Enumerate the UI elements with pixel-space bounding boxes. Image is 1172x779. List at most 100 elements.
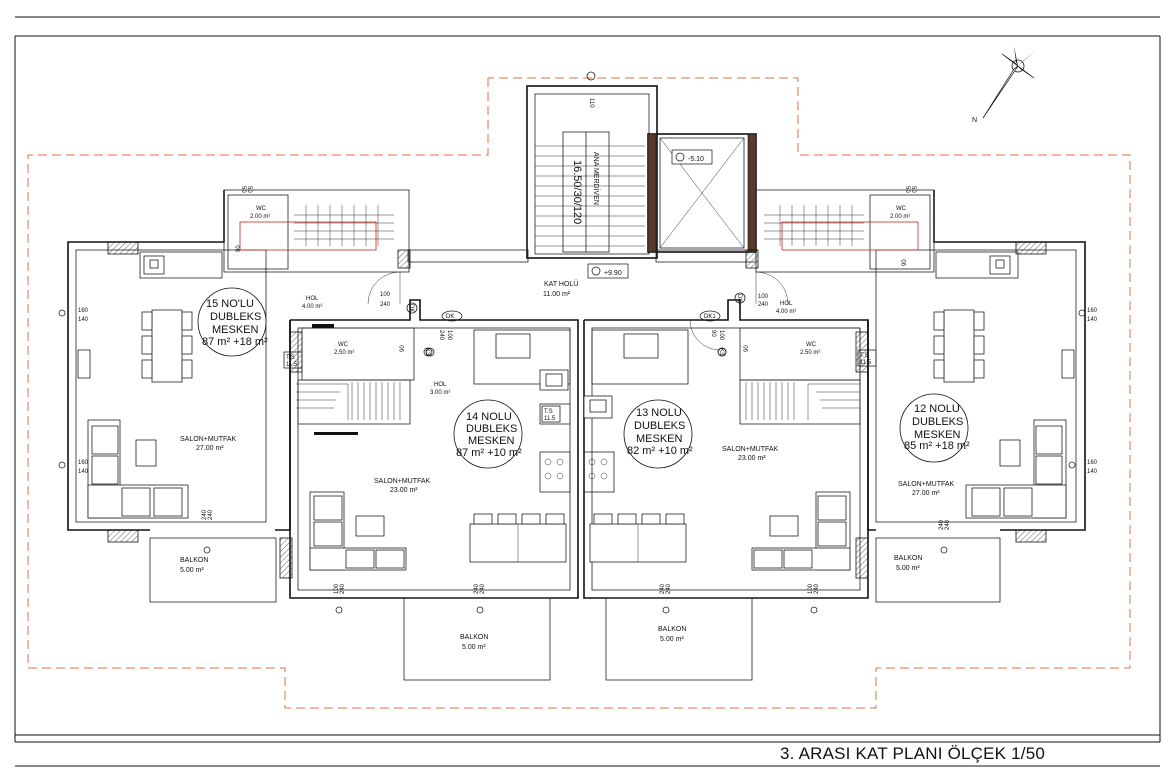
- svg-text:11.5: 11.5: [860, 360, 872, 366]
- hall-14-area: 3.00 m²: [430, 390, 450, 396]
- hall-14-label: HOL: [434, 382, 447, 388]
- room-salon-14-label: SALON+MUTFAK: [374, 478, 431, 485]
- svg-text:240: 240: [202, 509, 208, 520]
- shaft-15: T.S 11.5: [283, 351, 303, 369]
- unit-14-sofa: [309, 491, 407, 571]
- svg-text:90: 90: [710, 330, 716, 337]
- main-stair-treads: [535, 131, 645, 253]
- window-15-width: 160: [78, 308, 89, 314]
- room-salon-13-area: 23.00 m²: [738, 455, 766, 462]
- svg-text:240: 240: [480, 583, 486, 594]
- svg-text:240: 240: [758, 302, 769, 308]
- hall-15-label: HOL: [306, 296, 319, 302]
- wc-13-area: 2.50 m²: [800, 350, 820, 356]
- svg-text:240: 240: [380, 302, 391, 308]
- door-tag-k3-left: K3: [423, 347, 433, 357]
- balcony-13-label: BALKON: [658, 626, 686, 633]
- balcony-12-area: 5.00 m²: [896, 565, 920, 572]
- unit-15-name-3: MESKEN: [212, 324, 259, 336]
- svg-text:DK: DK: [408, 304, 414, 312]
- svg-text:100: 100: [758, 294, 769, 300]
- svg-text:DK: DK: [446, 314, 454, 320]
- balcony-12-label: BALKON: [894, 555, 922, 562]
- svg-text:DK: DK: [736, 294, 742, 302]
- shaft-14: T.S 11.5: [541, 405, 561, 423]
- unit-13-dining-table: [589, 513, 687, 563]
- hall-15-area: 4.00 m²: [302, 304, 322, 310]
- unit-14-outline: [279, 299, 579, 681]
- main-stair-label: ANA MERDİVEN: [592, 152, 601, 205]
- svg-text:50: 50: [240, 186, 246, 193]
- room-salon-14-area: 23.00 m²: [390, 487, 418, 494]
- svg-text:T.S: T.S: [286, 355, 295, 361]
- unit-13-sofa: [751, 491, 851, 571]
- unit-13-badge: [623, 399, 693, 469]
- unit-14-name-3: MESKEN: [468, 435, 515, 447]
- unit-15-stair: [239, 205, 394, 251]
- door-tag-k3-right: K3: [717, 347, 727, 357]
- svg-text:240: 240: [945, 519, 951, 530]
- unit-14-stair: [296, 379, 411, 425]
- unit-12-name-2: DUBLEKS: [912, 416, 963, 428]
- wc-15-area: 2.00 m²: [250, 214, 270, 220]
- window-12b-width: 160: [1087, 460, 1098, 466]
- window-12-width: 160: [1087, 308, 1098, 314]
- svg-text:100: 100: [334, 583, 340, 594]
- level-marker-bottom: +9.90: [587, 263, 629, 279]
- svg-text:T.S: T.S: [544, 409, 553, 415]
- room-salon-13-label: SALON+MUTFAK: [722, 446, 779, 453]
- svg-text:90: 90: [744, 345, 750, 352]
- unit-13-name-3: MESKEN: [636, 433, 683, 445]
- main-stair-dims: 16.50/30/120: [571, 160, 583, 224]
- hall-12-area: 4.00 m²: [776, 309, 796, 315]
- svg-text:50: 50: [904, 186, 910, 193]
- north-label: N: [972, 117, 977, 124]
- unit-12-name-3: MESKEN: [914, 429, 961, 441]
- unit-12-dining-table: [933, 309, 985, 383]
- unit-14-badge: [453, 399, 523, 469]
- sheet-frame: [14, 16, 1161, 767]
- svg-text:90: 90: [902, 259, 908, 266]
- room-salon-15-area: 27.00 m²: [196, 445, 224, 452]
- unit-12-area: 85 m² +18 m²: [904, 440, 970, 452]
- svg-text:DK1: DK1: [704, 314, 716, 320]
- svg-text:240: 240: [660, 583, 666, 594]
- unit-13-name-2: DUBLEKS: [634, 420, 685, 432]
- unit-15-sofa: [87, 419, 189, 519]
- svg-text:240: 240: [340, 583, 346, 594]
- svg-text:90: 90: [236, 245, 242, 252]
- shaft-12: T.S 11.5: [857, 349, 877, 367]
- unit-12-outline: [755, 189, 1086, 603]
- unit-13-outline: [583, 299, 869, 681]
- svg-text:11.5: 11.5: [286, 362, 298, 368]
- svg-text:T.S: T.S: [860, 353, 869, 359]
- central-core: ANA MERDİVEN 16.50/30/120 -5.10 +9.90 KA…: [526, 71, 757, 298]
- hall-title: KAT HOLÜ: [544, 280, 578, 288]
- svg-text:240: 240: [666, 583, 672, 594]
- svg-text:11.5: 11.5: [544, 416, 556, 422]
- corridor-wall-left: [407, 249, 529, 263]
- unit-15-area: 87 m² +18 m²: [202, 336, 268, 348]
- room-salon-12-area: 27.00 m²: [912, 490, 940, 497]
- wc-14-label: WC: [338, 342, 349, 348]
- window-15b-width: 160: [78, 460, 89, 466]
- unit-12-name-1: 12 NOLU: [914, 403, 960, 415]
- unit-15-name-1: 15 NO'LU: [206, 298, 254, 310]
- balcony-13-area: 5.00 m²: [660, 636, 684, 643]
- unit-15-outline: [58, 189, 410, 603]
- window-15b-height: 140: [78, 469, 89, 475]
- svg-text:100: 100: [808, 583, 814, 594]
- balcony-14-label: BALKON: [460, 634, 488, 641]
- window-15-height: 140: [78, 317, 89, 323]
- unit-15-name-2: DUBLEKS: [210, 311, 261, 323]
- level-marker-top: -5.10: [671, 149, 713, 165]
- unit-12-badge: [899, 393, 969, 463]
- svg-text:50: 50: [910, 186, 916, 193]
- room-salon-12-label: SALON+MUTFAK: [898, 481, 955, 488]
- door-tag-dk-right: DK: [734, 292, 746, 304]
- balcony-15-area: 5.00 m²: [180, 567, 204, 574]
- room-salon-15-label: SALON+MUTFAK: [180, 436, 237, 443]
- door-tag-dk-left: DK: [406, 302, 418, 314]
- svg-text:50: 50: [246, 186, 252, 193]
